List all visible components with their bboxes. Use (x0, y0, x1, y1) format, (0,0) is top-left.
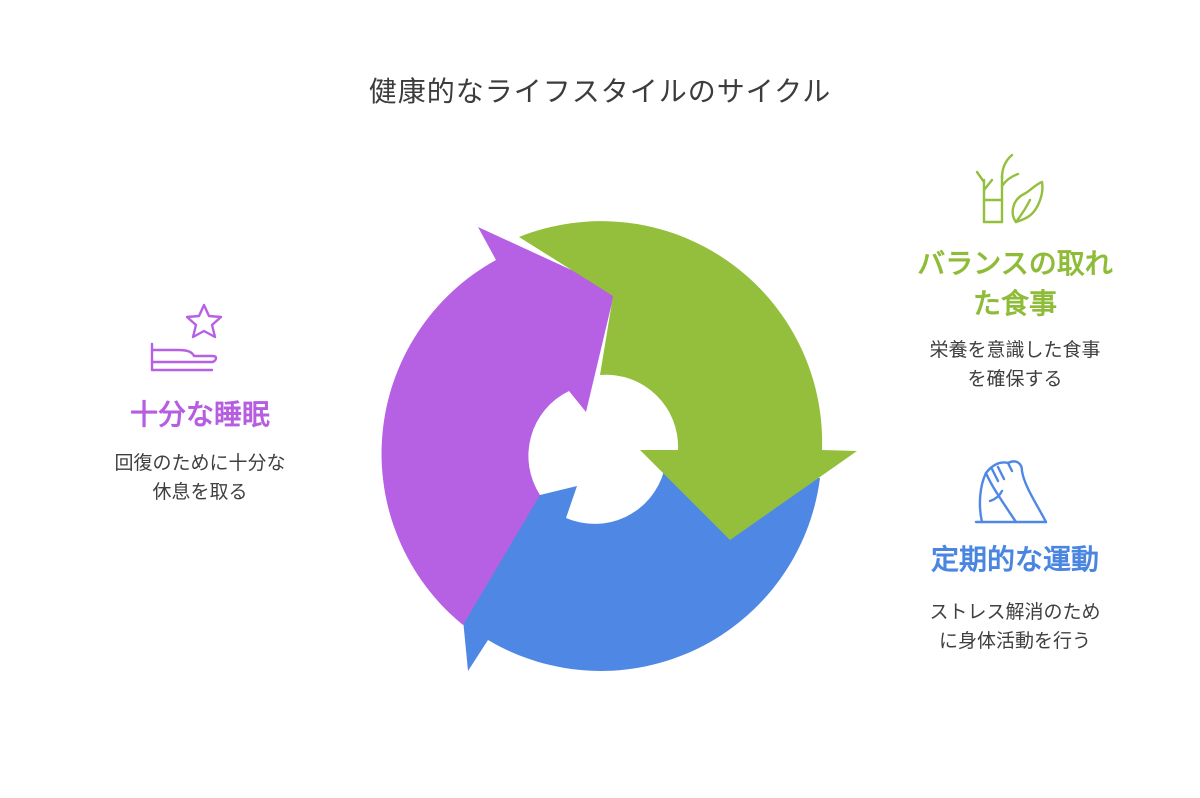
diet-description: 栄養を意識した食事 を確保する (885, 336, 1145, 394)
exercise-heading: 定期的な運動 (930, 543, 1099, 576)
exercise-desc-line2: に身体活動を行う (938, 630, 1091, 652)
diet-cycle-arrow (519, 221, 857, 540)
stage-exercise: 定期的な運動 ストレス解消のため に身体活動を行う (885, 540, 1145, 656)
diet-heading-line2: た食事 (972, 287, 1057, 320)
diagram-title: 健康的なライフスタイルのサイクル (368, 75, 832, 108)
diet-desc-line2: を確保する (967, 368, 1063, 390)
stage-sleep: 十分な睡眠 回復のために十分な 休息を取る (60, 395, 340, 507)
exercise-description: ストレス解消のため に身体活動を行う (885, 598, 1145, 656)
diet-desc-line1: 栄養を意識した食事 (929, 339, 1101, 361)
sleep-cycle-arrow (381, 227, 615, 625)
sleep-desc-line1: 回復のために十分な (114, 452, 286, 474)
exercise-desc-line1: ストレス解消のため (929, 601, 1101, 623)
diet-heading: バランスの取れ た食事 (885, 244, 1145, 324)
sleep-description: 回復のために十分な 休息を取る (60, 449, 340, 507)
stage-diet: バランスの取れ た食事 栄養を意識した食事 を確保する (885, 244, 1145, 394)
running-shoe-icon (974, 460, 1048, 524)
diet-heading-line1: バランスの取れ (917, 247, 1113, 280)
plant-leaf-icon (975, 153, 1044, 224)
sleep-desc-line2: 休息を取る (152, 481, 248, 503)
sleep-heading: 十分な睡眠 (129, 398, 270, 431)
hand-star-icon (150, 303, 223, 372)
